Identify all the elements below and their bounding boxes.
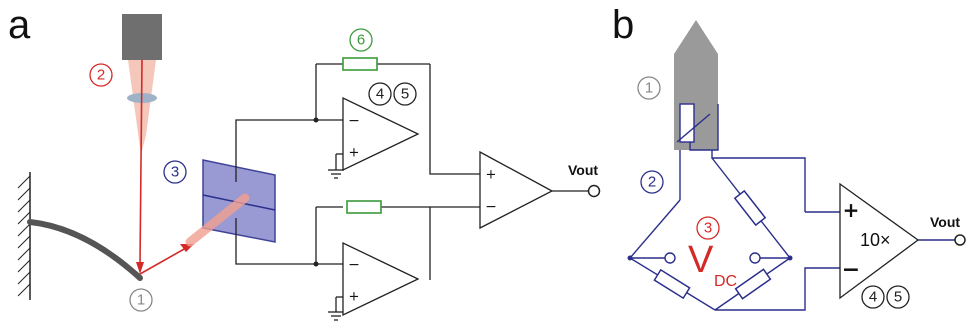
wall-mount (17, 172, 31, 300)
bridge-resistor-bottom-left (653, 268, 691, 300)
panel-a-wiring (235, 63, 589, 312)
label-bridge: 2 (640, 170, 664, 194)
laser-arrowhead (136, 262, 144, 274)
opamp-top-plus: + (349, 146, 360, 161)
amp-b-minus: − (842, 258, 860, 283)
output-terminal-a (587, 184, 601, 198)
label-supply: 3 (696, 216, 720, 240)
opamp-diff-minus: − (485, 199, 497, 215)
svg-text:1: 1 (645, 80, 653, 97)
label-probe: 1 (637, 76, 661, 100)
svg-text:5: 5 (894, 289, 902, 306)
opamp-difference (479, 150, 554, 230)
gain-resistor (346, 200, 382, 214)
label-amp-b-4: 4 (861, 285, 885, 309)
opamp-bottom (342, 241, 420, 317)
svg-text:2: 2 (648, 174, 656, 191)
instrumentation-amplifier (839, 182, 920, 300)
svg-text:3: 3 (171, 164, 179, 181)
bridge-resistor-bottom-right (734, 268, 772, 300)
supply-voltage-symbol: V (688, 239, 714, 281)
label-laser: 2 (89, 63, 113, 87)
laser-beam (139, 59, 143, 265)
svg-text:1: 1 (137, 292, 145, 309)
feedback-resistor (342, 57, 378, 71)
cantilever-beam (27, 219, 143, 281)
beam-spot (185, 193, 250, 247)
junction-dot (313, 117, 319, 123)
label-fiber: 1 (129, 288, 153, 312)
label-detector: 3 (163, 160, 187, 184)
opamp-top (342, 96, 420, 172)
bridge-resistor-top-right (733, 189, 767, 227)
amp-b-plus: + (843, 198, 860, 222)
svg-text:3: 3 (704, 220, 712, 237)
label-feedback: 6 (349, 28, 373, 52)
opamp-diff-plus: + (486, 168, 497, 183)
supply-terminal-left (664, 252, 676, 264)
opamp-top-minus: − (348, 113, 360, 129)
junction-dot (787, 255, 793, 261)
label-amp-b: 5 (393, 82, 417, 106)
supply-voltage-subscript: DC (714, 273, 737, 290)
laser-source (122, 14, 162, 60)
panel-letter-a: a (8, 3, 31, 47)
opamp-bottom-plus: + (349, 290, 360, 305)
output-terminal-b (954, 234, 966, 246)
label-amp-a: 4 (368, 82, 392, 106)
label-amp-b-5: 5 (886, 285, 910, 309)
ground-symbol (328, 311, 344, 321)
svg-text:6: 6 (357, 32, 365, 49)
output-label-a: Vout (568, 162, 598, 178)
svg-text:2: 2 (97, 67, 105, 84)
junction-dot (627, 255, 633, 261)
output-label-b: Vout (930, 214, 960, 230)
junction-dot (313, 261, 319, 267)
amp-gain-label: 10× (860, 230, 891, 250)
svg-text:4: 4 (376, 86, 384, 103)
ground-symbol (328, 169, 344, 179)
supply-terminal-right (749, 252, 761, 264)
reflected-beam (139, 247, 187, 275)
opamp-bottom-minus: − (348, 257, 360, 273)
svg-text:5: 5 (401, 86, 409, 103)
svg-text:4: 4 (869, 289, 877, 306)
panel-letter-b: b (612, 3, 634, 47)
